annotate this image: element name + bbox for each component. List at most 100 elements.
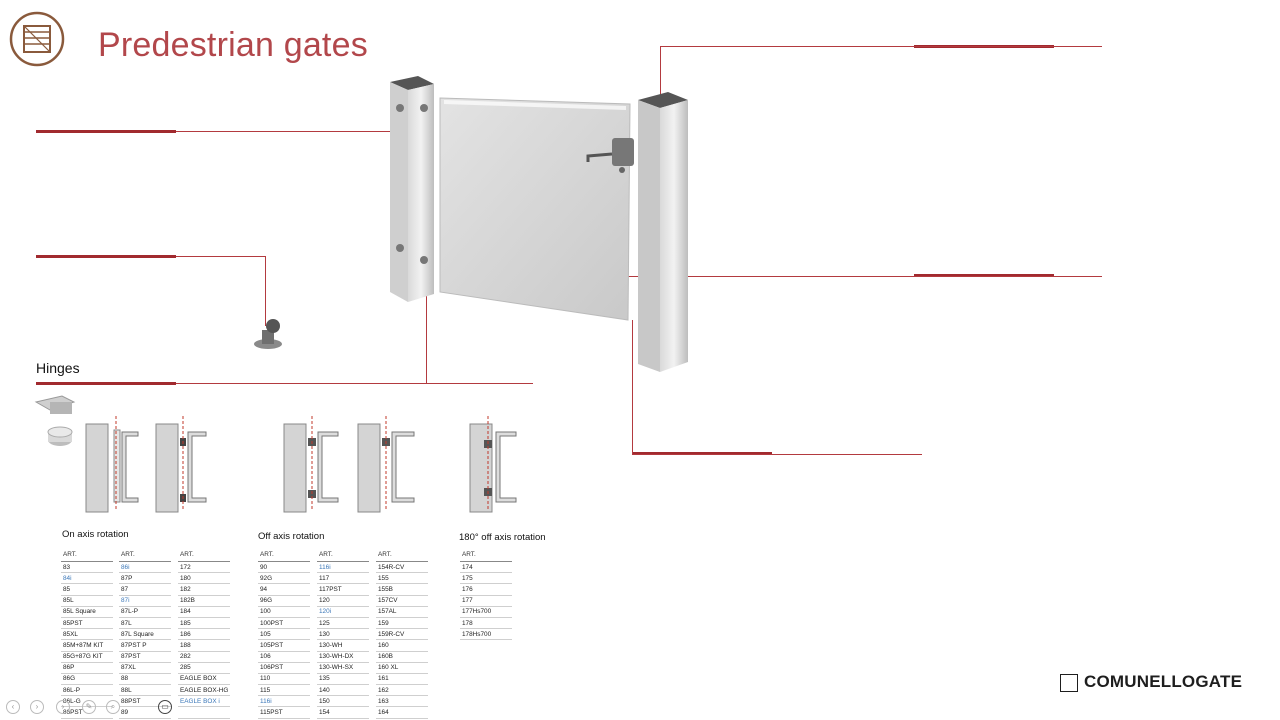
table-row: 92G — [258, 572, 310, 585]
table-row: 87i — [119, 595, 171, 607]
article-code: 117PST — [317, 583, 369, 596]
table-row: 184 — [178, 606, 231, 618]
table-row: 87 — [119, 583, 171, 596]
table-row: 177 — [460, 595, 512, 607]
table-row: 86L-P — [61, 684, 113, 697]
table-header: ART. — [178, 548, 231, 562]
article-code: 130 — [317, 628, 369, 641]
article-code: 162 — [376, 684, 428, 697]
article-code: 117 — [317, 572, 369, 585]
article-code: 182B — [178, 595, 231, 607]
table-row: 84i — [61, 572, 113, 585]
table-row: 159 — [376, 617, 428, 630]
article-code: 174 — [460, 561, 512, 574]
hinge-diagram-off-axis — [283, 416, 415, 513]
table-row: 94 — [258, 583, 310, 596]
table-row: 154R-CV — [376, 561, 428, 574]
table-row: 106 — [258, 651, 310, 663]
pen-icon[interactable]: ✎ — [82, 700, 96, 714]
table-row: 155B — [376, 583, 428, 596]
table-row: 176 — [460, 583, 512, 596]
table-row: 85 — [61, 583, 113, 596]
article-code: 87PST — [119, 651, 171, 663]
article-code: 94 — [258, 583, 310, 596]
table-row: 140 — [317, 684, 369, 697]
article-code: 175 — [460, 572, 512, 585]
callout-line — [622, 276, 1102, 277]
table-row — [178, 706, 231, 719]
table-row: 155 — [376, 572, 428, 585]
article-code: 86G — [61, 673, 113, 686]
table-row: 188 — [178, 639, 231, 652]
table-row: 87PST — [119, 651, 171, 663]
callout-line — [660, 46, 1102, 47]
article-code: 106 — [258, 651, 310, 663]
article-code: 120 — [317, 595, 369, 607]
table-row: 89 — [119, 706, 171, 719]
video-icon[interactable]: ▭ — [158, 700, 172, 714]
article-code: 105PST — [258, 639, 310, 652]
search-icon[interactable]: ⌕ — [106, 700, 120, 714]
article-code: 85XL — [61, 628, 113, 641]
table-row: 130-WH-SX — [317, 662, 369, 674]
table-row: 87PST P — [119, 639, 171, 652]
article-code: 85L — [61, 595, 113, 607]
table-row: 83 — [61, 561, 113, 574]
table-row: 130 — [317, 628, 369, 641]
article-code: 116i — [317, 561, 369, 574]
article-code: EAGLE BOX — [178, 673, 231, 686]
article-code: 88PST — [119, 695, 171, 708]
table-row: 186 — [178, 628, 231, 641]
gate-stop-image — [254, 319, 282, 349]
next-icon[interactable]: › — [56, 700, 70, 714]
article-code: 86i — [119, 561, 171, 574]
hinge-diagram-180 — [469, 416, 517, 513]
table-row: EAGLE BOX i — [178, 695, 231, 708]
table-row: 87L Square — [119, 628, 171, 641]
article-code: 87L Square — [119, 628, 171, 641]
table-row: 85M+87M KIT — [61, 639, 113, 652]
article-code: 159R-CV — [376, 628, 428, 641]
table-row: 159R-CV — [376, 628, 428, 641]
article-code: 186 — [178, 628, 231, 641]
article-code: 154R-CV — [376, 561, 428, 574]
table-row: 85L — [61, 595, 113, 607]
callout-line — [176, 256, 266, 257]
prev-icon[interactable]: ‹ — [6, 700, 20, 714]
article-code: 85L Square — [61, 606, 113, 618]
table-row: 160B — [376, 651, 428, 663]
article-code: 120i — [317, 606, 369, 618]
table-row: 135 — [317, 673, 369, 686]
table-row: 162 — [376, 684, 428, 697]
table-header: ART. — [258, 548, 310, 562]
article-code: 282 — [178, 651, 231, 663]
callout-line — [426, 262, 427, 383]
page-title: Predestrian gates — [98, 26, 368, 64]
article-code: 177Hs700 — [460, 606, 512, 618]
play-icon[interactable]: › — [30, 700, 44, 714]
table-row: 85XL — [61, 628, 113, 641]
table-row: 154 — [317, 706, 369, 719]
hinge-hardware-image — [34, 395, 76, 446]
article-code: 135 — [317, 673, 369, 686]
table-row: 161 — [376, 673, 428, 686]
table-row: 87XL — [119, 662, 171, 674]
table-row: 96G — [258, 595, 310, 607]
callout-line — [36, 382, 176, 385]
group-caption-180: 180° off axis rotation — [459, 532, 546, 543]
table-row: 130-WH — [317, 639, 369, 652]
article-code: 85G+87G KIT — [61, 651, 113, 663]
article-code: 92G — [258, 572, 310, 585]
article-code: 85PST — [61, 617, 113, 630]
article-code: 100 — [258, 606, 310, 618]
table-row: 115 — [258, 684, 310, 697]
article-code: 177 — [460, 595, 512, 607]
table-row: 177Hs700 — [460, 606, 512, 618]
article-code: 164 — [376, 706, 428, 719]
article-code: 178 — [460, 617, 512, 630]
article-code: 84i — [61, 572, 113, 585]
